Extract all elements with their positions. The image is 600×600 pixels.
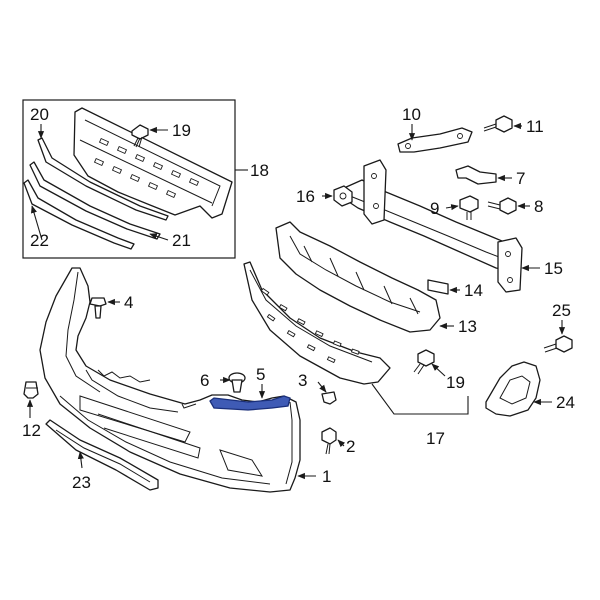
callout-25: 25 xyxy=(552,301,571,320)
callout-3: 3 xyxy=(298,371,307,390)
callout-16: 16 xyxy=(296,187,315,206)
callout-6: 6 xyxy=(200,371,209,390)
callout-2: 2 xyxy=(346,437,355,456)
callout-10: 10 xyxy=(402,105,421,124)
screw-part-2 xyxy=(321,427,337,455)
bracket-part-14 xyxy=(427,279,449,295)
screw-part-25 xyxy=(543,335,573,353)
callout-7: 7 xyxy=(516,169,525,188)
screw-part-19-inset xyxy=(131,124,149,148)
grille-part-20 xyxy=(73,107,233,219)
clip-part-12 xyxy=(23,381,39,399)
lower-molding-part-23 xyxy=(45,419,159,491)
callout-14: 14 xyxy=(464,281,483,300)
reinforcement-beam-part-15 xyxy=(343,159,523,293)
callout-20: 20 xyxy=(30,105,49,124)
callout-1: 1 xyxy=(322,467,331,486)
bracket-part-10 xyxy=(397,127,473,153)
bumper-reinforcement-part-5 xyxy=(209,395,291,411)
callout-8: 8 xyxy=(534,197,543,216)
nut-part-16 xyxy=(333,185,353,207)
energy-absorber-part-13 xyxy=(275,221,441,333)
callout-15: 15 xyxy=(544,259,563,278)
lower-grille-part-17 xyxy=(243,261,391,385)
callout-21: 21 xyxy=(172,231,191,250)
grille-molding-part-22 xyxy=(23,179,135,250)
grille-molding xyxy=(37,137,169,221)
callout-19-lower: 19 xyxy=(446,373,465,392)
grille-inset-frame xyxy=(22,99,236,259)
lower-molding-part-23-detail xyxy=(55,429,151,483)
callout-4: 4 xyxy=(124,293,133,312)
lower-grille-slots xyxy=(260,287,360,364)
clip-part-3 xyxy=(321,391,337,405)
fog-lamp-bezel-part-24 xyxy=(485,361,541,417)
bolt-part-9 xyxy=(459,195,479,220)
callout-22: 22 xyxy=(30,231,49,250)
callout-17: 17 xyxy=(426,429,445,448)
callout-5: 5 xyxy=(256,365,265,384)
bumper-cover-part-1 xyxy=(39,267,301,493)
bolt-part-8 xyxy=(487,197,517,215)
grille-molding-part-21 xyxy=(29,161,161,240)
callout-23: 23 xyxy=(72,473,91,492)
callout-12: 12 xyxy=(22,421,41,440)
screw-part-19-lower xyxy=(413,349,435,375)
grille-slots xyxy=(93,137,200,199)
fastener-part-4 xyxy=(89,297,107,319)
callout-13: 13 xyxy=(458,317,477,336)
leader-lines xyxy=(26,122,566,480)
bracket-part-7 xyxy=(455,165,497,185)
callout-18: 18 xyxy=(250,161,269,180)
callout-numbers: 1 2 3 4 5 6 7 8 9 10 11 12 13 14 15 16 1… xyxy=(22,105,575,492)
bolt-part-11 xyxy=(483,115,513,133)
callout-19-inset: 19 xyxy=(172,121,191,140)
callout-24: 24 xyxy=(556,393,575,412)
callout-11: 11 xyxy=(526,117,544,136)
callout-9: 9 xyxy=(430,199,439,218)
push-pin-part-6 xyxy=(228,372,246,393)
